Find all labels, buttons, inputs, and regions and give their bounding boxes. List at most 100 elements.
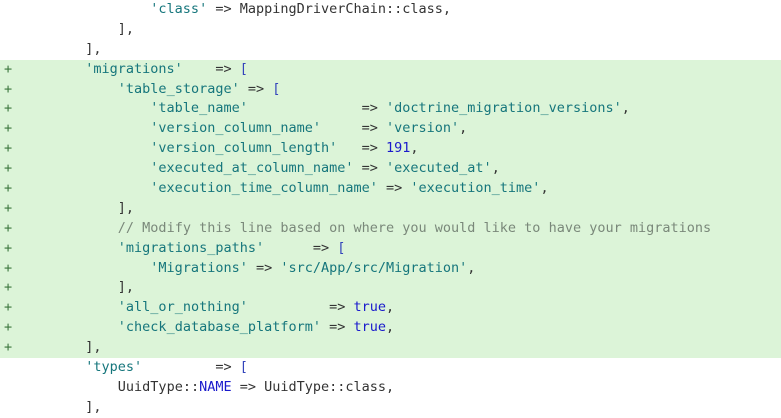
code-token: ],	[85, 339, 102, 356]
diff-line-added: + ],	[0, 278, 781, 299]
code-token: 'check_database_platform'	[117, 319, 321, 336]
code-token: true	[353, 319, 387, 336]
code-token: [	[239, 359, 248, 376]
code-token: ,	[459, 120, 468, 137]
code-indent	[20, 21, 118, 37]
code-indent	[20, 359, 85, 375]
diff-line-added: + 'migrations' => [	[0, 59, 781, 80]
code-token: [	[272, 80, 281, 97]
code-token: =>	[247, 299, 354, 316]
code-indent	[20, 279, 118, 295]
code-token: ,	[491, 160, 500, 177]
code-indent	[20, 220, 118, 236]
diff-added-marker: +	[4, 199, 13, 216]
diff-added-marker: +	[4, 319, 13, 336]
code-indent	[20, 319, 118, 335]
diff-added-marker: +	[4, 140, 13, 157]
diff-added-marker	[4, 358, 20, 378]
diff-line-added: + 'migrations_paths' => [	[0, 238, 781, 259]
diff-added-marker: +	[4, 120, 13, 137]
code-token: =>	[377, 180, 411, 197]
diff-line-added: + 'table_storage' => [	[0, 79, 781, 100]
diff-added-marker: +	[4, 299, 13, 316]
diff-added-marker	[4, 398, 20, 418]
code-token: =>	[247, 100, 387, 117]
diff-line-added: + 'check_database_platform' => true,	[0, 318, 781, 339]
code-indent	[20, 260, 150, 276]
code-token: 'table_storage'	[117, 80, 240, 97]
code-token: 'executed_at_column_name'	[150, 160, 354, 177]
code-token: 'executed_at'	[386, 160, 492, 177]
code-token: 'Migrations'	[150, 259, 248, 276]
code-token: ],	[85, 398, 102, 415]
code-token: [	[337, 239, 346, 256]
code-indent	[20, 61, 85, 77]
code-token: 'execution_time'	[410, 180, 541, 197]
diff-added-marker: +	[4, 80, 13, 97]
code-token: ,	[621, 100, 630, 117]
code-token: // Modify this line based on where you w…	[117, 219, 712, 236]
code-indent	[20, 299, 118, 315]
code-token: [	[239, 60, 248, 77]
code-indent	[20, 200, 118, 216]
code-token: =>	[337, 140, 387, 157]
code-token: 'version_column_length'	[150, 140, 338, 157]
diff-added-marker: +	[4, 339, 13, 356]
diff-line-context: UuidType::NAME => UuidType::class,	[0, 378, 781, 398]
code-token: 'src/App/src/Migration'	[280, 259, 468, 276]
diff-line-added: + ],	[0, 338, 781, 359]
code-indent	[20, 180, 150, 196]
code-token: =>	[239, 80, 273, 97]
code-token: => UuidType::class,	[231, 378, 395, 395]
code-token: =>	[320, 120, 387, 137]
code-token: =>	[353, 160, 387, 177]
diff-line-added: + 'all_or_nothing' => true,	[0, 298, 781, 319]
code-token: ,	[386, 299, 395, 316]
code-token: 'all_or_nothing'	[117, 299, 248, 316]
code-token: 'migrations_paths'	[117, 239, 265, 256]
code-indent	[20, 120, 150, 136]
code-indent	[20, 81, 118, 97]
diff-line-context: ],	[0, 20, 781, 40]
diff-added-marker: +	[4, 239, 13, 256]
diff-added-marker: +	[4, 100, 13, 117]
diff-line-added: + ],	[0, 198, 781, 219]
diff-line-context: ],	[0, 40, 781, 60]
code-token: ,	[540, 180, 549, 197]
diff-line-added: + 'Migrations' => 'src/App/src/Migration…	[0, 258, 781, 279]
code-token: ],	[85, 40, 102, 57]
code-token: 'migrations'	[85, 60, 183, 77]
code-token: ],	[117, 199, 135, 216]
code-token: 191	[386, 140, 411, 157]
code-token: =>	[182, 60, 240, 77]
diff-added-marker: +	[4, 219, 13, 236]
code-indent	[20, 379, 118, 395]
code-token: ,	[386, 319, 395, 336]
code-token: =>	[264, 239, 338, 256]
diff-line-added: + 'version_column_length' => 191,	[0, 139, 781, 160]
code-token: true	[353, 299, 387, 316]
code-token: 'execution_time_column_name'	[150, 180, 378, 197]
code-token: =>	[321, 319, 354, 336]
diff-added-marker: +	[4, 259, 13, 276]
diff-line-added: + 'version_column_name' => 'version',	[0, 119, 781, 140]
code-indent	[20, 399, 85, 415]
code-token: 'table_name'	[150, 100, 248, 117]
code-token: 'types'	[85, 359, 143, 376]
diff-line-context: ],	[0, 398, 781, 418]
diff-added-marker	[4, 378, 20, 398]
diff-added-marker	[4, 20, 20, 40]
diff-line-context: 'types' => [	[0, 358, 781, 378]
diff-added-marker	[4, 0, 20, 20]
code-indent	[20, 339, 85, 355]
code-token: 'class'	[150, 1, 208, 17]
code-token: => MappingDriverChain::class,	[207, 1, 452, 17]
code-token: 'version_column_name'	[150, 120, 321, 137]
code-token: =>	[142, 359, 240, 376]
diff-line-context: 'class' => MappingDriverChain::class,	[0, 0, 781, 20]
code-indent	[20, 160, 150, 176]
code-token: NAME	[199, 378, 232, 395]
code-indent	[20, 1, 150, 17]
diff-added-marker: +	[4, 160, 13, 177]
